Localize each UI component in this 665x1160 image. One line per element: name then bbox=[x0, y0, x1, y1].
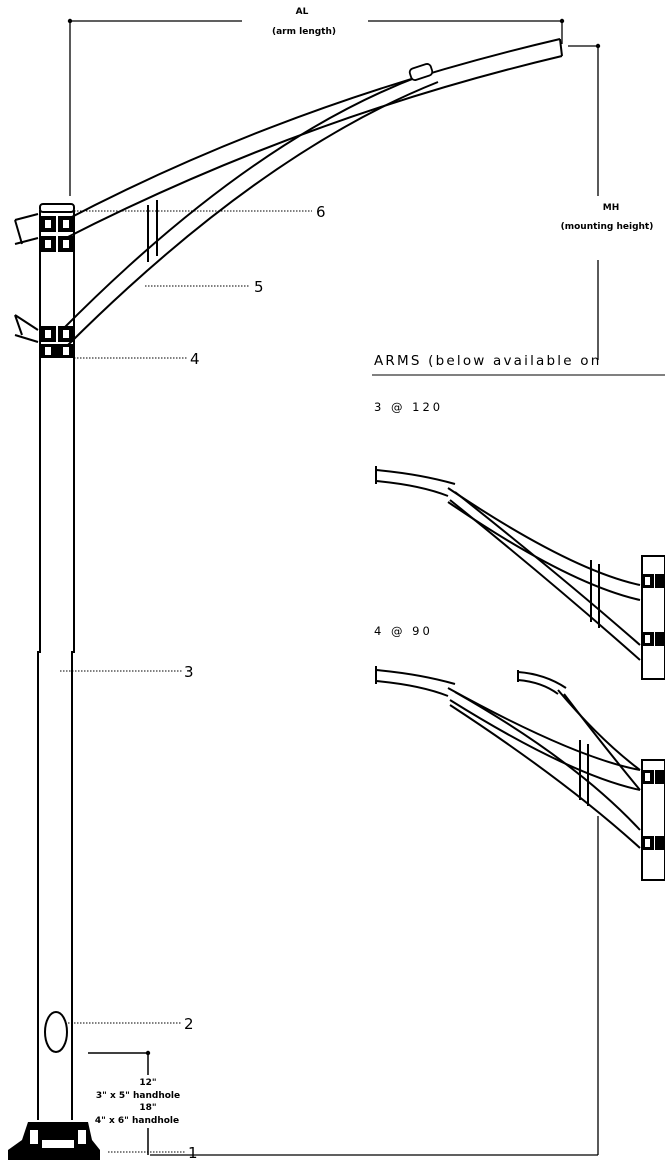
callout-5: 5 bbox=[254, 278, 264, 296]
handhole-notes: 12" 3" x 5" handhole 18" 4" x 6" handhol… bbox=[88, 1050, 180, 1155]
arm-length-dimension: AL (arm length) bbox=[67, 7, 565, 196]
arms-option-4-at-90: 4 @ 90 bbox=[374, 624, 433, 638]
lower-handhole-height: 18" bbox=[139, 1103, 156, 1113]
callout-1: 1 bbox=[188, 1144, 198, 1160]
arms-option-3-at-120: 3 @ 120 bbox=[374, 400, 443, 414]
upper-handhole-height: 12" bbox=[139, 1078, 156, 1088]
callout-6: 6 bbox=[316, 203, 326, 221]
callout-leaders: 6 5 4 3 2 1 bbox=[60, 203, 326, 1160]
mounting-height-dimension: MH (mounting height) bbox=[150, 43, 654, 1156]
callout-3: 3 bbox=[184, 663, 194, 681]
pole-arm-assembly bbox=[14, 38, 563, 346]
mounting-height-caption: (mounting height) bbox=[561, 222, 654, 232]
callout-2: 2 bbox=[184, 1015, 194, 1033]
arm-config-3-at-120-drawing bbox=[375, 466, 665, 680]
arm-length-caption: (arm length) bbox=[272, 27, 336, 37]
pole-shaft bbox=[8, 203, 100, 1160]
upper-handhole-size: 3" x 5" handhole bbox=[96, 1091, 180, 1101]
handhole-opening bbox=[44, 1011, 68, 1053]
arm-config-4-at-90-drawing bbox=[375, 666, 665, 881]
arm-length-label: AL bbox=[296, 7, 309, 17]
arms-options-section: ARMS (below available on 3 @ 120 4 @ 90 bbox=[372, 353, 665, 638]
arms-heading: ARMS (below available on bbox=[374, 353, 601, 369]
mounting-height-label: MH bbox=[603, 203, 620, 213]
lower-handhole-size: 4" x 6" handhole bbox=[95, 1116, 179, 1126]
callout-4: 4 bbox=[190, 350, 200, 368]
